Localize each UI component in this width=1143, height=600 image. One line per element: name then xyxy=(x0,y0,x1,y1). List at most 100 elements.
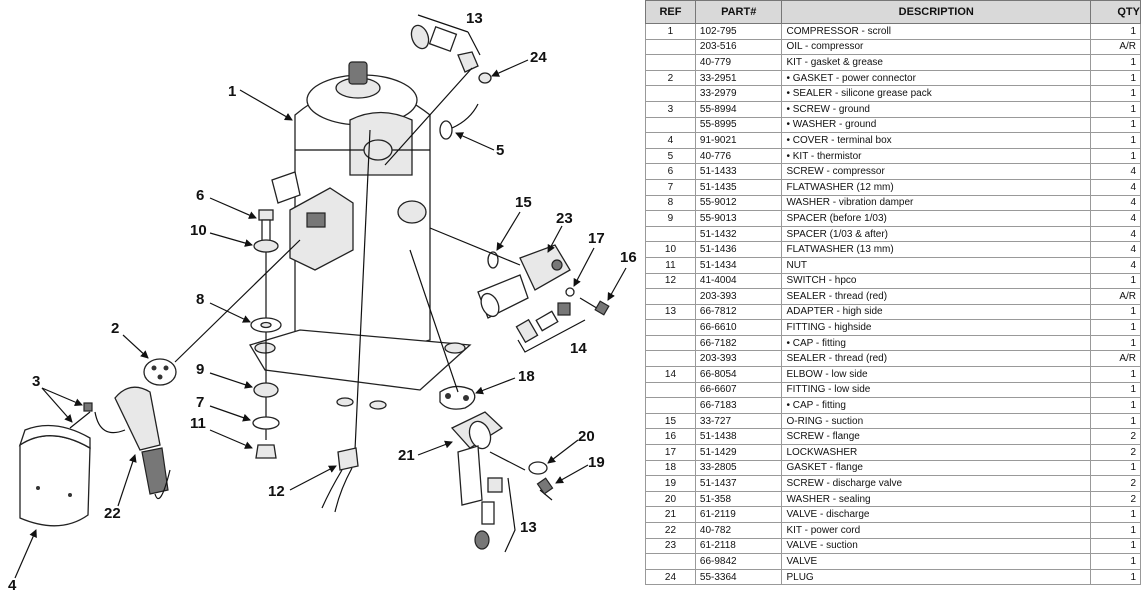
plug xyxy=(478,72,492,84)
cell-description: SEALER - thread (red) xyxy=(781,350,1092,368)
cell-part-number: 66-6607 xyxy=(694,381,783,399)
cell-ref: 6 xyxy=(645,163,696,180)
callout-13-top: 13 xyxy=(466,10,483,27)
cell-qty: 1 xyxy=(1090,132,1141,149)
cell-description: O-RING - suction xyxy=(781,412,1092,430)
cell-description: PLUG xyxy=(781,568,1092,586)
flange-gasket xyxy=(409,249,476,410)
cell-part-number: 66-7182 xyxy=(694,334,783,352)
cell-part-number: 33-2951 xyxy=(694,69,783,87)
cell-qty: 4 xyxy=(1090,241,1141,258)
cell-part-number: 51-1437 xyxy=(694,475,783,492)
cell-qty: 4 xyxy=(1090,256,1141,274)
callout-10: 10 xyxy=(190,222,207,239)
cell-description: SWITCH - hpco xyxy=(781,272,1092,290)
cell-ref xyxy=(645,288,696,305)
callout-17: 17 xyxy=(588,230,605,247)
flatwasher-13mm xyxy=(253,239,279,253)
cell-description: LOCKWASHER xyxy=(781,444,1092,461)
cell-part-number: 51-1436 xyxy=(694,241,783,258)
cell-ref: 20 xyxy=(645,490,696,508)
cell-part-number: 55-8994 xyxy=(694,100,783,118)
cell-ref xyxy=(645,553,696,570)
discharge-valve-screw xyxy=(536,477,554,501)
cell-description: COMPRESSOR - scroll xyxy=(781,23,1092,40)
cell-ref xyxy=(645,225,696,243)
cell-description: • CAP - fitting xyxy=(781,397,1092,414)
cell-qty: 4 xyxy=(1090,194,1141,212)
callout-21: 21 xyxy=(398,447,415,464)
cell-part-number: 51-1438 xyxy=(694,428,783,446)
callout-14: 14 xyxy=(570,340,587,357)
cell-description: WASHER - vibration damper xyxy=(781,194,1092,212)
compressor-body xyxy=(249,61,472,410)
cell-qty: 4 xyxy=(1090,163,1141,180)
cell-qty: 1 xyxy=(1090,116,1141,134)
cell-part-number: 61-2118 xyxy=(694,537,783,555)
cell-description: • CAP - fitting xyxy=(781,334,1092,352)
cell-part-number: 55-3364 xyxy=(694,568,783,586)
callout-16: 16 xyxy=(620,249,637,266)
callout-5: 5 xyxy=(496,142,504,159)
cell-part-number: 66-6610 xyxy=(694,319,783,336)
cell-ref: 7 xyxy=(645,178,696,196)
cell-qty: 1 xyxy=(1090,23,1141,40)
callout-15: 15 xyxy=(515,194,532,211)
high-side-fitting xyxy=(474,477,516,553)
cell-qty: 1 xyxy=(1090,147,1141,165)
cell-description: SPACER (before 1/03) xyxy=(781,210,1092,227)
cell-qty: 1 xyxy=(1090,381,1141,399)
lockwasher xyxy=(565,287,575,297)
cell-qty: 2 xyxy=(1090,490,1141,508)
cell-ref: 5 xyxy=(645,147,696,165)
cell-description: OIL - compressor xyxy=(781,38,1092,56)
cell-qty: 1 xyxy=(1090,85,1141,102)
callout-22: 22 xyxy=(104,505,121,522)
cell-qty: 1 xyxy=(1090,69,1141,87)
cell-qty: 2 xyxy=(1090,475,1141,492)
cell-part-number: 51-1429 xyxy=(694,444,783,461)
callout-labels: 1 2 3 4 5 6 7 8 9 10 11 12 13 13 14 15 1… xyxy=(8,10,637,594)
cell-part-number: 51-1434 xyxy=(694,256,783,274)
cell-part-number: 51-1433 xyxy=(694,163,783,180)
cell-ref: 8 xyxy=(645,194,696,212)
cell-ref: 23 xyxy=(645,537,696,555)
cell-qty: 1 xyxy=(1090,522,1141,539)
cell-description: FITTING - highside xyxy=(781,319,1092,336)
power-connector-gasket xyxy=(143,358,177,386)
hpco-switch xyxy=(321,129,371,513)
callout-18: 18 xyxy=(518,368,535,385)
cell-ref: 13 xyxy=(645,303,696,321)
cell-part-number: 66-8054 xyxy=(694,366,783,383)
callout-11: 11 xyxy=(190,415,206,432)
cell-description: KIT - gasket & grease xyxy=(781,54,1092,71)
callout-13-bottom: 13 xyxy=(520,519,537,536)
cell-qty: 1 xyxy=(1090,319,1141,336)
cell-qty: 1 xyxy=(1090,334,1141,352)
flange-screw xyxy=(579,297,610,316)
callout-23: 23 xyxy=(556,210,573,227)
cell-ref: 4 xyxy=(645,132,696,149)
cell-qty: 4 xyxy=(1090,225,1141,243)
cell-part-number: 66-7183 xyxy=(694,397,783,414)
cell-qty: A/R xyxy=(1090,288,1141,305)
